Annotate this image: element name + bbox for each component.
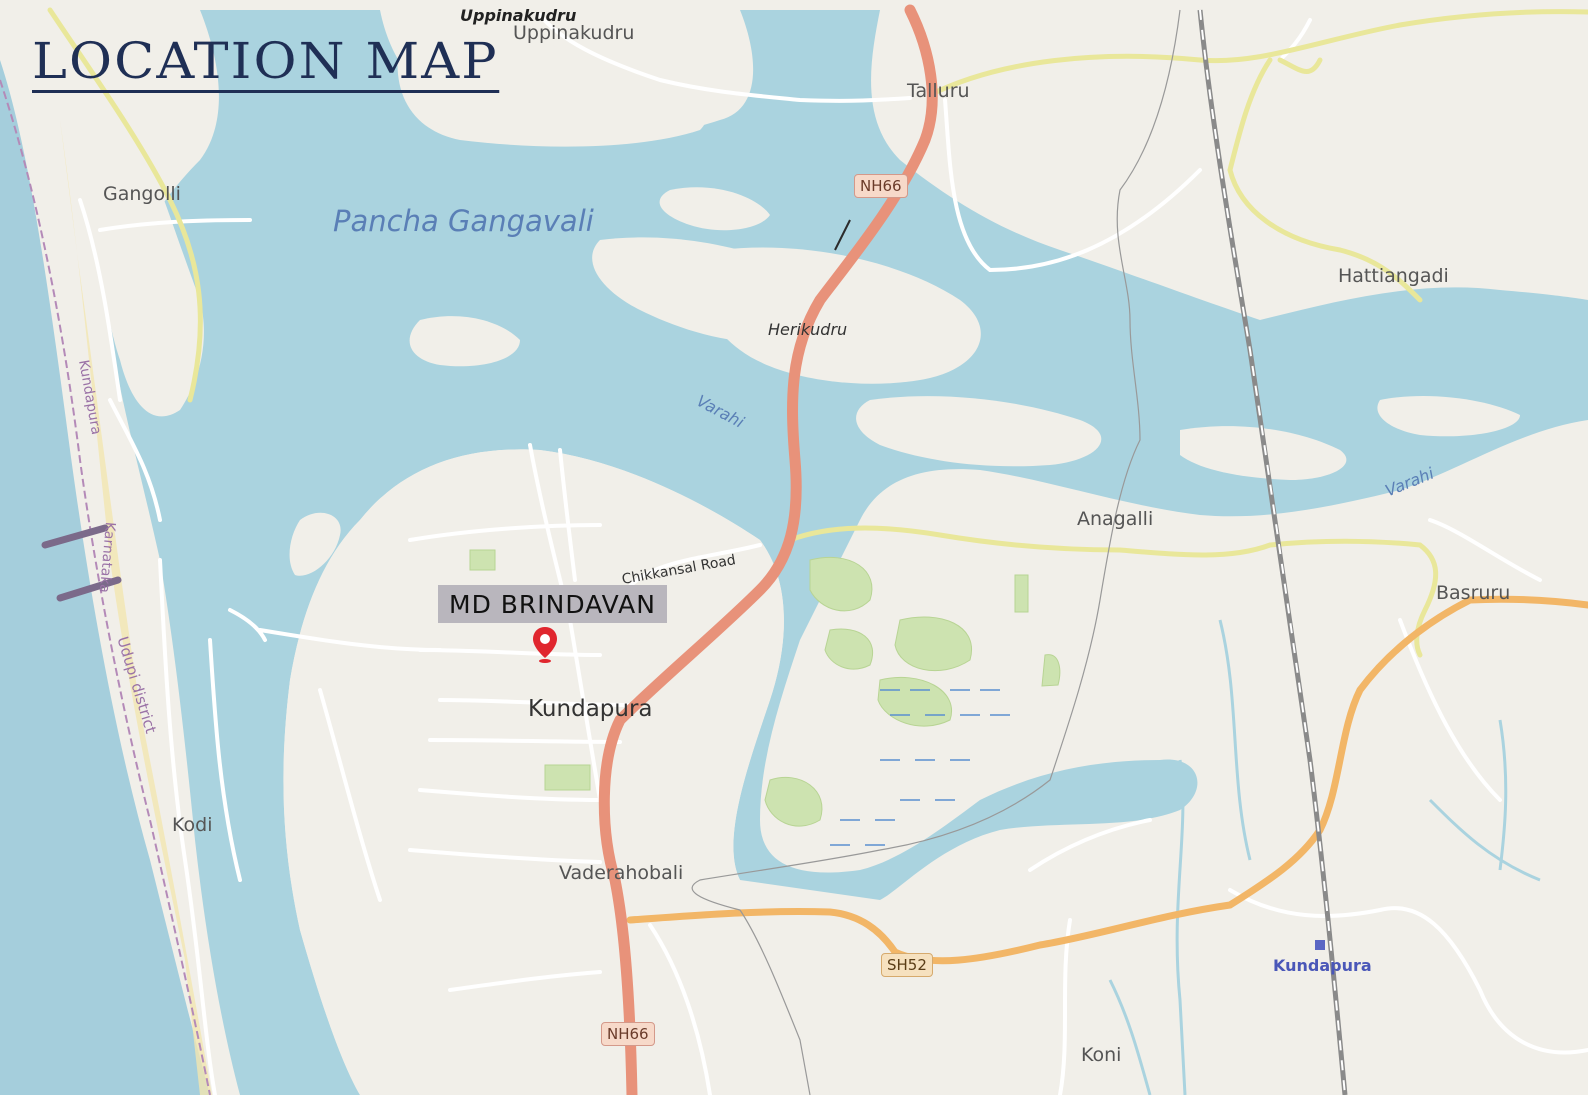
place-label-anagalli: Anagalli — [1077, 508, 1154, 530]
sea-area — [0, 60, 210, 1095]
location-callout[interactable]: MD BRINDAVAN — [438, 585, 667, 623]
place-label-basruru: Basruru — [1436, 582, 1511, 604]
breakwaters — [41, 524, 122, 602]
road-shield-nh66-south: NH66 — [601, 1022, 655, 1046]
estuary-water — [110, 10, 1588, 1095]
place-label-uppinakudru: Uppinakudru — [513, 22, 635, 44]
place-label-herikudru: Herikudru — [768, 320, 848, 339]
island-east-3 — [1377, 395, 1520, 437]
place-label-kodi: Kodi — [172, 814, 213, 836]
water-label-pancha-gangavali: Pancha Gangavali — [333, 204, 594, 238]
place-label-vaderahobali: Vaderahobali — [559, 862, 684, 884]
place-label-talluru: Talluru — [907, 80, 970, 102]
station-square — [1315, 940, 1325, 950]
state-highway-sh52 — [626, 595, 1588, 965]
power-line — [691, 9, 1181, 1095]
island-sand-left — [289, 512, 341, 576]
road-shield-sh52: SH52 — [881, 953, 933, 977]
island-gangolli-spit — [96, 100, 204, 417]
place-label-koni: Koni — [1081, 1044, 1122, 1066]
kundapura-land — [283, 449, 784, 1095]
streams — [1108, 619, 1541, 1095]
location-pin-icon[interactable] — [532, 626, 558, 664]
marsh-patches — [469, 549, 1061, 827]
place-label-uppinakudru-small: Uppinakudru — [460, 6, 577, 25]
wetland-hatch — [830, 689, 1010, 846]
island-east-1 — [856, 396, 1102, 467]
place-label-kundapura: Kundapura — [528, 696, 653, 722]
island-upper — [397, 36, 708, 147]
island-small-2 — [659, 187, 770, 231]
road-shield-nh66-north: NH66 — [854, 174, 908, 198]
place-label-hattiangadi: Hattiangadi — [1338, 265, 1449, 287]
island-small-1 — [409, 316, 520, 367]
tertiary-roads — [47, 7, 1588, 658]
place-label-kundapura-station: Kundapura — [1273, 956, 1372, 975]
map-title: LOCATION MAP — [32, 36, 499, 93]
place-label-gangolli: Gangolli — [103, 183, 181, 205]
district-boundary — [0, 79, 211, 1095]
island-herikudru — [702, 247, 981, 384]
